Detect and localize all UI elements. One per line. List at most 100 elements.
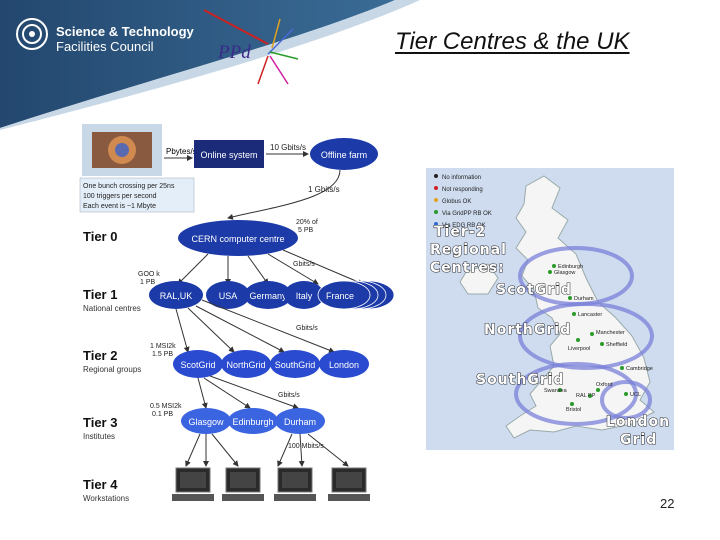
ppd-logo: PPd <box>218 42 251 63</box>
city-marker <box>576 338 580 342</box>
map-label-northgrid: NorthGrid <box>484 322 571 338</box>
city-marker <box>624 392 628 396</box>
rate-label: 10 Gbits/s <box>270 143 306 152</box>
tier3-node <box>228 408 278 434</box>
tier2-node <box>173 350 223 378</box>
city-marker <box>558 388 562 392</box>
slide-title: Tier Centres & the UK <box>395 28 630 55</box>
workstation-icon <box>274 467 316 501</box>
city-marker <box>600 342 604 346</box>
city-name: Cambridge <box>626 366 653 372</box>
tier-label: Tier 1 <box>83 287 118 302</box>
rate-label: 1.5 PB <box>152 351 173 358</box>
tier1-node-label: RAL,UK <box>160 291 193 301</box>
tier1-node-label: France <box>326 291 354 301</box>
city-marker <box>590 332 594 336</box>
map-label-grid: Grid <box>620 432 657 448</box>
workstation-icon <box>172 467 214 501</box>
tier-sublabel: National centres <box>83 304 141 313</box>
workstation-icon <box>222 467 264 501</box>
rate-label: 1 PB <box>140 279 156 286</box>
trigger-note-line: One bunch crossing per 25ns <box>83 183 175 190</box>
city-name: Sheffield <box>606 342 627 348</box>
city-name: Liverpool <box>568 346 590 352</box>
city-marker <box>620 366 624 370</box>
map-label-london: London <box>606 414 670 430</box>
rate-label: Gbits/s <box>293 261 315 268</box>
trigger-note-line: Each event is ~1 Mbyte <box>83 203 156 210</box>
map-label-scotgrid: ScotGrid <box>496 282 572 298</box>
city-name: Manchester <box>596 330 625 336</box>
city-name: Edinburgh <box>558 264 583 270</box>
city-marker <box>570 402 574 406</box>
rate-label: 100 Mbits/s <box>288 443 324 450</box>
tier2-node-label: ScotGrid <box>180 360 215 370</box>
legend-item: Via EDG RB OK <box>442 223 486 229</box>
tier-label: Tier 2 <box>83 348 118 363</box>
city-name: Bristol <box>566 407 581 413</box>
map-label-tier2: Tier-2 <box>434 224 486 240</box>
trigger-note-line: 100 triggers per second <box>83 193 157 200</box>
tier1-node-label: Italy <box>296 291 313 301</box>
rate-label: 1 MSI2k <box>150 343 176 350</box>
trigger-note <box>79 177 195 213</box>
city-name: Swansea <box>544 388 568 394</box>
map-label-southgrid: SouthGrid <box>476 372 565 388</box>
online-system-box <box>194 140 264 168</box>
online-system-label: Online system <box>200 150 257 160</box>
legend-dot-0 <box>434 174 438 178</box>
ireland-shape <box>459 263 499 295</box>
map-label-centres: Centres: <box>430 260 505 276</box>
rate-label: 1 Gbits/s <box>308 185 340 194</box>
offline-farm-node <box>310 138 378 170</box>
tier1-node <box>244 281 292 309</box>
tier2-node <box>270 350 320 378</box>
tier1-node-label: USA <box>219 291 238 301</box>
tier1-stack <box>317 280 395 310</box>
tier-sublabel: Institutes <box>83 432 116 441</box>
city-marker <box>596 388 600 392</box>
tier2-node-label: NorthGrid <box>226 360 265 370</box>
legend-dot-3 <box>434 210 438 214</box>
tier-label: Tier 4 <box>83 477 118 492</box>
city-name: Glasgow <box>554 270 575 276</box>
cern-node-label: CERN computer centre <box>191 234 284 244</box>
tier2-node <box>221 350 271 378</box>
city-marker <box>568 296 572 300</box>
legend-item: Globus OK <box>442 199 471 205</box>
city-marker <box>588 394 592 398</box>
city-name: Oxford <box>596 382 613 388</box>
city-name: UCL <box>630 392 641 398</box>
city-name: Lancaster <box>578 312 602 318</box>
city-marker <box>548 270 552 274</box>
ppd-burst-icon <box>203 9 299 85</box>
northgrid-ring <box>518 302 654 370</box>
tier2-node-label: London <box>329 360 359 370</box>
rate-label: 20% of <box>296 219 318 226</box>
london-ring <box>600 380 652 420</box>
offline-farm-label: Offline farm <box>321 150 367 160</box>
tier1-node <box>149 281 203 309</box>
tier2-node-label: SouthGrid <box>275 360 316 370</box>
rate-label: Gbits/s <box>278 392 300 399</box>
southgrid-ring <box>514 362 638 426</box>
legend-dot-1 <box>434 186 438 190</box>
city-name: Durham <box>574 296 594 302</box>
workstation-icon <box>328 467 370 501</box>
tier3-node <box>275 408 325 434</box>
uk-grid-map: No information Not responding Globus OK … <box>426 168 674 450</box>
tier-sublabel: Regional groups <box>83 365 142 374</box>
org-line1: Science & Technology <box>56 24 194 39</box>
legend-item: Not responding <box>442 187 483 193</box>
city-name: RAL PP <box>576 393 596 399</box>
header-band <box>0 0 420 130</box>
tier3-node <box>181 408 231 434</box>
legend-dot-4 <box>434 222 438 226</box>
tier1-node-label: Germany <box>249 291 287 301</box>
rate-label: 0.1 PB <box>152 411 173 418</box>
rate-label: GOO k <box>138 271 160 278</box>
legend-dot-2 <box>434 198 438 202</box>
tier3-node-label: Durham <box>284 417 316 427</box>
tier2-node <box>319 350 369 378</box>
tier3-node-label: Glasgow <box>188 417 224 427</box>
